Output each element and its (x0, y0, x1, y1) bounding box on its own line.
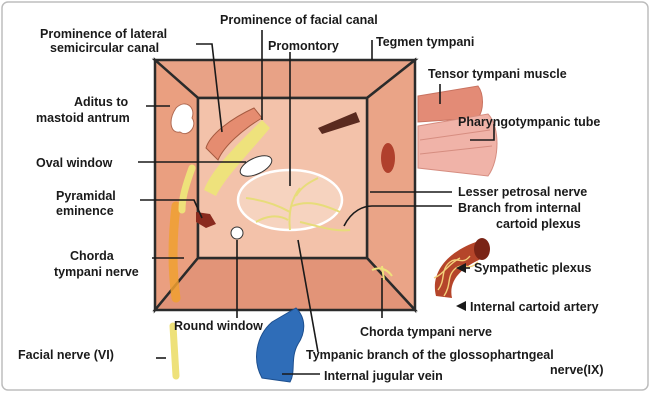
label-sympathetic: Sympathetic plexus (474, 261, 591, 275)
label-branch-carotid-2: cartoid plexus (496, 217, 581, 231)
label-prominence-facial: Prominence of facial canal (220, 13, 378, 27)
label-internal-carotid: Internal cartoid artery (470, 300, 599, 314)
label-tympanic-branch-1: Tympanic branch of the glossophartngeal (306, 348, 554, 362)
label-tympanic-branch-2: nerve(IX) (550, 363, 604, 377)
label-aditus-1: Aditus to (74, 95, 129, 109)
pharyngotympanic-opening (381, 143, 395, 173)
facial-nerve-shape (173, 326, 176, 376)
label-lesser-petrosal: Lesser petrosal nerve (458, 185, 587, 199)
chorda-left-shape (173, 206, 176, 298)
arrow-carotid (456, 301, 466, 311)
label-aditus-2: mastoid antrum (36, 111, 130, 125)
jugular-vein-shape (257, 308, 304, 382)
label-pharyngotympanic: Pharyngotympanic tube (458, 115, 600, 129)
round-window-shape (231, 227, 243, 239)
label-tegmen: Tegmen tympani (376, 35, 474, 49)
label-oval-window: Oval window (36, 156, 113, 170)
label-jugular: Internal jugular vein (324, 369, 443, 383)
label-prominence-lateral-1: Prominence of lateral (40, 27, 167, 41)
label-chorda-left-1: Chorda (70, 249, 115, 263)
label-tensor: Tensor tympani muscle (428, 67, 567, 81)
label-round-window: Round window (174, 319, 263, 333)
label-prominence-lateral-2: semicircular canal (50, 41, 159, 55)
label-pyramidal-2: eminence (56, 204, 114, 218)
label-facial-nerve: Facial nerve (VI) (18, 348, 114, 362)
label-branch-carotid-1: Branch from internal (458, 201, 581, 215)
label-pyramidal-1: Pyramidal (56, 189, 116, 203)
label-chorda-left-2: tympani nerve (54, 265, 139, 279)
label-promontory: Promontory (268, 39, 339, 53)
label-chorda-right: Chorda tympani nerve (360, 325, 492, 339)
carotid-opening (474, 238, 490, 260)
